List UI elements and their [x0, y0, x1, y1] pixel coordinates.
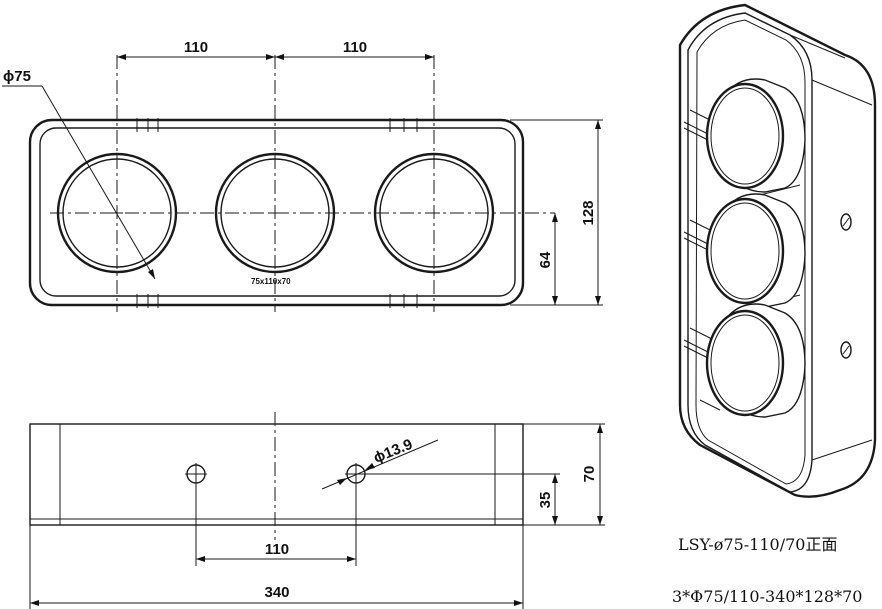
iso-side-hole-bottom [840, 341, 852, 359]
dim-length-label: 340 [264, 584, 289, 601]
dim-top-spacing: 110 110 [117, 39, 434, 60]
dim-half-height: 64 [537, 213, 558, 305]
dim-length: 340 [29, 525, 524, 609]
front-tick-marks [136, 118, 418, 308]
iso-lamp-top [705, 78, 806, 193]
dim-hole-spacing-label: 110 [265, 541, 289, 558]
iso-lamp-bottom [705, 303, 806, 418]
bottom-view: ϕ13.9 110 340 70 [29, 412, 605, 609]
dim-height-label: 128 [580, 200, 597, 225]
mounting-hole-left [185, 463, 207, 485]
model-size-label: 75x110x70 [251, 277, 291, 286]
dim-top-left-label: 110 [184, 39, 208, 56]
dim-diameter-label: ϕ75 [3, 68, 31, 85]
front-outer-outline [28, 118, 525, 307]
front-center-lines [50, 55, 555, 312]
dim-depth-label: 70 [581, 466, 598, 483]
dim-diameter-leader: ϕ75 [2, 68, 156, 280]
iso-front-rim [687, 12, 813, 493]
iso-side-hole-top [840, 213, 852, 231]
dim-half-height-label: 64 [537, 251, 554, 268]
iso-back-shell [678, 3, 877, 498]
dim-hole-label: ϕ13.9 [371, 436, 415, 467]
front-inner-outline [39, 127, 516, 297]
caption-model: LSY-ø75-110/70正面 [678, 535, 838, 554]
dim-hole-spacing: 110 [195, 483, 357, 566]
iso-lamp-middle [705, 193, 806, 308]
dim-hole-height-label: 35 [537, 492, 554, 509]
dim-depth: 70 [523, 423, 605, 526]
dim-height: 128 [510, 119, 603, 306]
dim-hole-height: 35 [365, 473, 560, 525]
isometric-view [678, 3, 877, 498]
mounting-hole-right [345, 463, 367, 485]
front-view: 110 110 ϕ75 75x110x70 128 64 [2, 39, 603, 312]
dim-hole-leader: ϕ13.9 [321, 436, 439, 490]
dim-top-right-label: 110 [343, 39, 367, 56]
caption-spec: 3*Φ75/110-340*128*70 [672, 587, 862, 606]
